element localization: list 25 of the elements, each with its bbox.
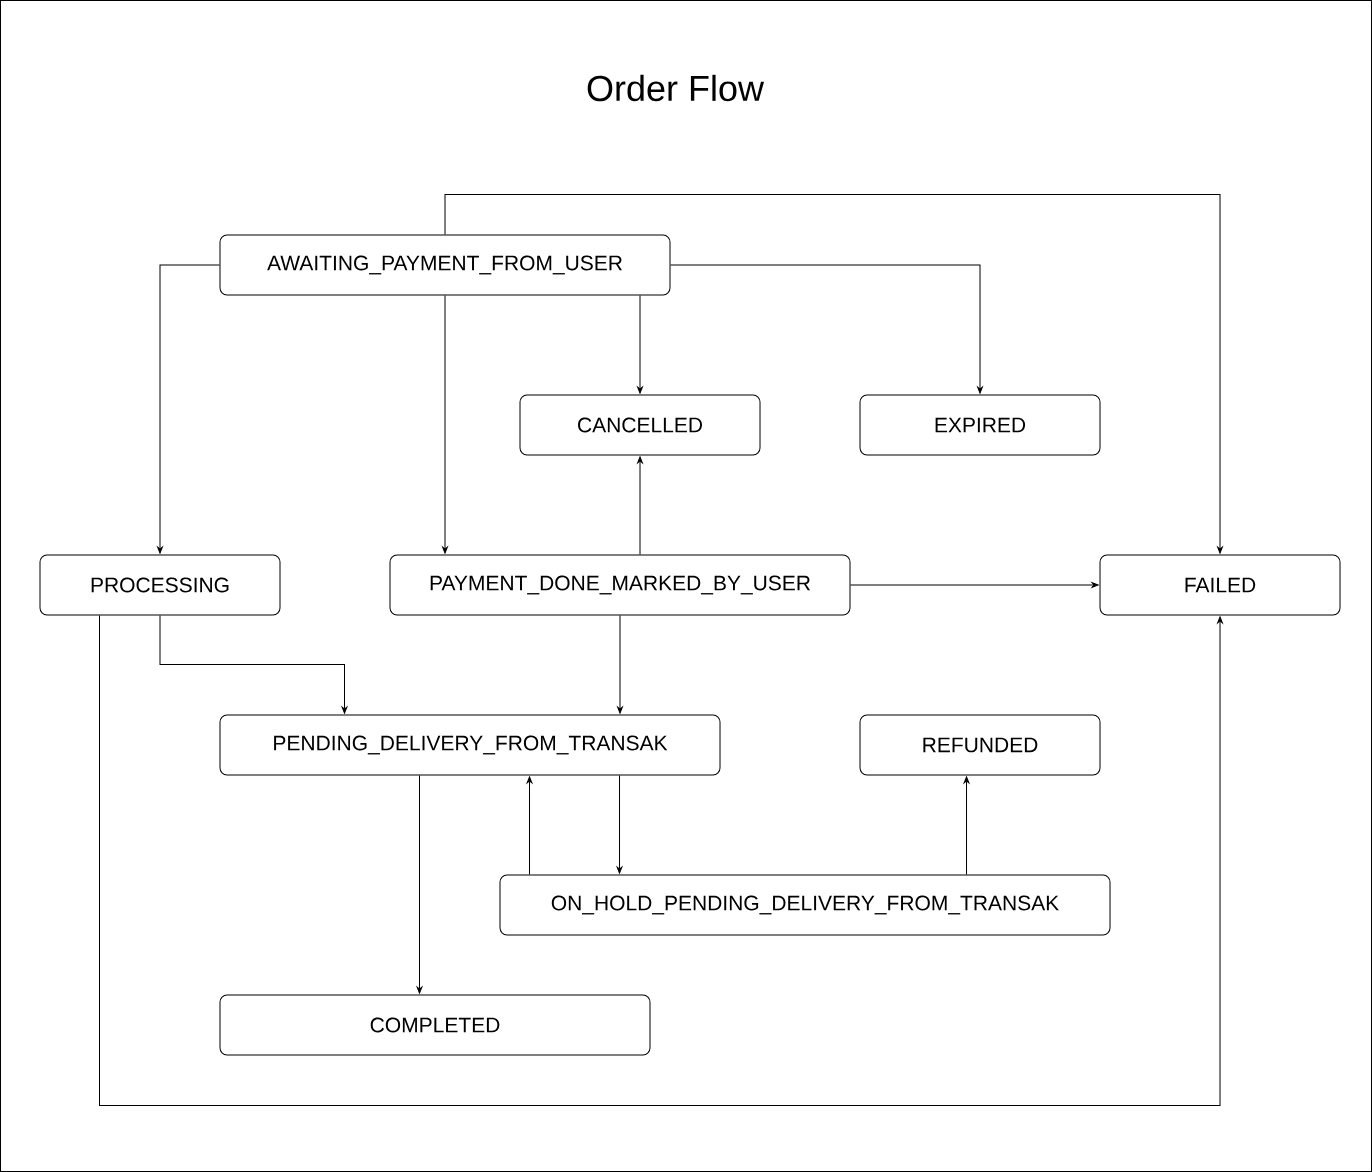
arrow xyxy=(99,615,1223,1106)
state-box: PENDING_DELIVERY_FROM_TRANSAK xyxy=(219,714,721,776)
arrow xyxy=(616,775,623,874)
state-box: REFUNDED xyxy=(859,714,1101,776)
title: Order Flow xyxy=(587,74,765,102)
arrow xyxy=(442,295,448,554)
state-box: PROCESSING xyxy=(39,554,281,616)
state-box: FAILED xyxy=(1099,554,1341,616)
arrow xyxy=(637,295,643,394)
arrow xyxy=(850,582,1099,588)
arrow xyxy=(637,456,643,555)
state-box: ON_HOLD_PENDING_DELIVERY_FROM_TRANSAK xyxy=(499,874,1111,936)
arrow xyxy=(963,776,970,875)
state-box: AWAITING_PAYMENT_FROM_USER xyxy=(219,234,671,296)
arrow xyxy=(159,615,348,714)
state-box: EXPIRED xyxy=(859,394,1101,456)
arrow xyxy=(670,264,983,394)
arrow xyxy=(617,615,623,714)
arrow xyxy=(526,776,533,875)
state-box: CANCELLED xyxy=(519,394,761,456)
state-box: PAYMENT_DONE_MARKED_BY_USER xyxy=(389,554,851,616)
state-box: COMPLETED xyxy=(219,994,651,1056)
arrow xyxy=(444,194,1223,554)
arrow xyxy=(157,264,220,554)
arrow xyxy=(416,775,423,994)
